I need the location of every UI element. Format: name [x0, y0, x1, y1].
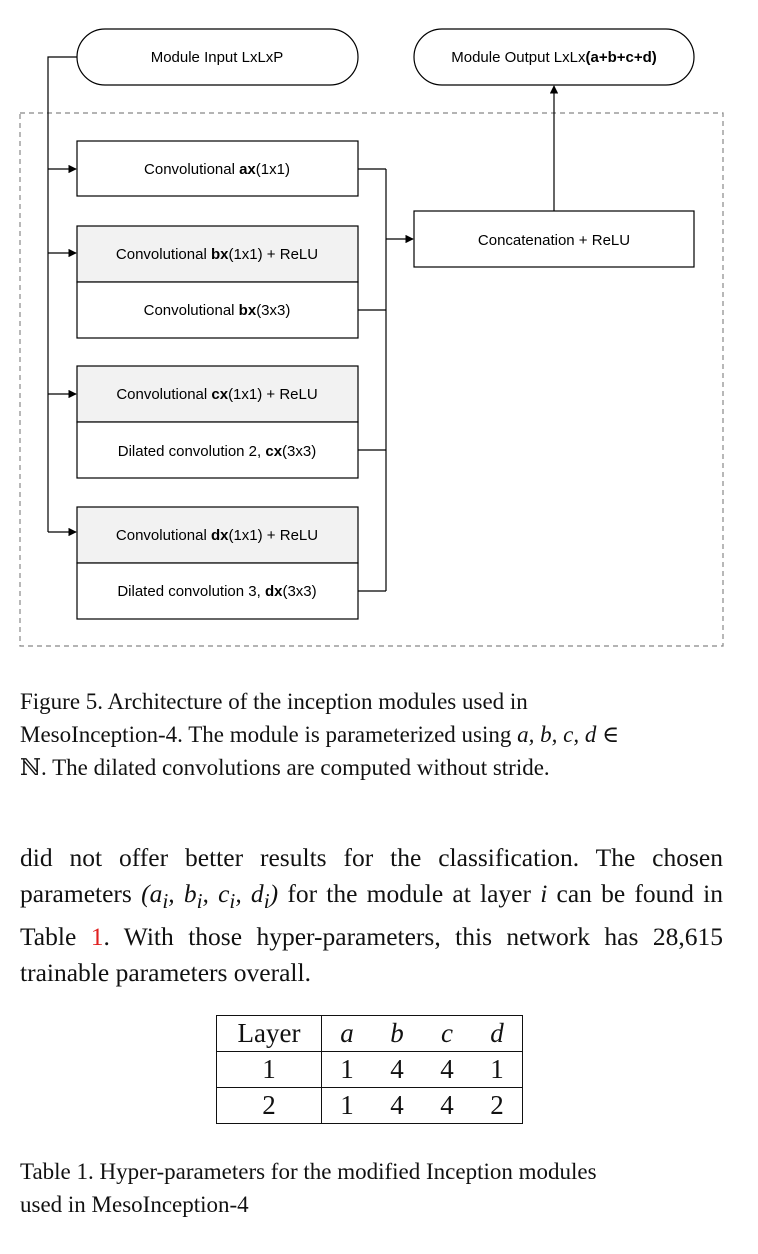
dilated-conv-d-box	[76, 562, 359, 620]
module-boundary	[19, 112, 724, 647]
concat-relu-label: Concatenation + ReLU	[478, 232, 630, 249]
table-cell: 1	[321, 1087, 372, 1124]
table-caption: Table 1. Hyper-parameters for the modifi…	[20, 1155, 723, 1221]
table-cell: 4	[422, 1087, 472, 1124]
conv-b-3x3-box	[76, 281, 359, 339]
table-cell: 2	[472, 1087, 523, 1124]
table-cell: 4	[372, 1051, 422, 1088]
module-output-label: Module Output LxLx(a+b+c+d)	[451, 49, 657, 66]
table-caption-line2: used in MesoInception-4	[20, 1192, 249, 1217]
conv-b-1x1-label: Convolutional bx(1x1) + ReLU	[116, 246, 318, 263]
param-tuple-math: (ai, bi, ci, di)	[141, 879, 279, 914]
header-c: c	[422, 1015, 472, 1052]
conv-b-3x3-label: Convolutional bx(3x3)	[144, 302, 291, 319]
table-cell: 1	[321, 1051, 372, 1088]
table-row: 1 1 4 4 1	[216, 1051, 523, 1088]
figure-caption-line3: ℕ. The dilated convolutions are computed…	[20, 755, 550, 780]
header-d: d	[472, 1015, 523, 1052]
table-row: 2 1 4 4 2	[216, 1087, 523, 1124]
figure-caption-math: a, b, c, d ∈	[517, 722, 620, 747]
conv-a-1x1-box	[76, 140, 359, 197]
header-b: b	[372, 1015, 422, 1052]
table-caption-line1: Table 1. Hyper-parameters for the modifi…	[20, 1159, 597, 1184]
conv-d-1x1-box	[76, 506, 359, 564]
module-input-label: Module Input LxLxP	[151, 49, 284, 66]
conv-b-1x1-box	[76, 225, 359, 283]
conv-c-1x1-label: Convolutional cx(1x1) + ReLU	[116, 386, 317, 403]
table-cell: 4	[422, 1051, 472, 1088]
input-bus	[47, 56, 77, 532]
figure-caption-line2: MesoInception-4. The module is parameter…	[20, 722, 518, 747]
figure-caption-line1: Figure 5. Architecture of the inception …	[20, 689, 528, 714]
table-1-ref-link[interactable]: 1	[90, 922, 104, 952]
inception-module-diagram: Module Input LxLxP Module Output LxLx(a+…	[19, 28, 724, 647]
conv-d-1x1-label: Convolutional dx(1x1) + ReLU	[116, 527, 318, 544]
concat-relu-box	[413, 210, 695, 268]
table-cell: 4	[372, 1087, 422, 1124]
module-output-node	[413, 28, 695, 86]
body-paragraph: did not offer better results for the cla…	[20, 843, 723, 988]
table-cell: 1	[472, 1051, 523, 1088]
dilated-conv-d-label: Dilated convolution 3, dx(3x3)	[117, 583, 316, 600]
header-layer: Layer	[216, 1015, 322, 1052]
conv-a-1x1-label: Convolutional ax(1x1)	[144, 161, 290, 178]
header-a: a	[321, 1015, 372, 1052]
dilated-conv-c-box	[76, 421, 359, 479]
figure-caption: Figure 5. Architecture of the inception …	[20, 685, 723, 784]
dilated-conv-c-label: Dilated convolution 2, cx(3x3)	[118, 443, 316, 460]
hyperparameter-table: Layer a b c d 1 1 4 4 1 2 1 4 4 2	[216, 1015, 523, 1124]
table-cell: 1	[216, 1051, 322, 1088]
table-cell: 2	[216, 1087, 322, 1124]
table-header-row: Layer a b c d	[216, 1015, 523, 1052]
conv-c-1x1-box	[76, 365, 359, 423]
